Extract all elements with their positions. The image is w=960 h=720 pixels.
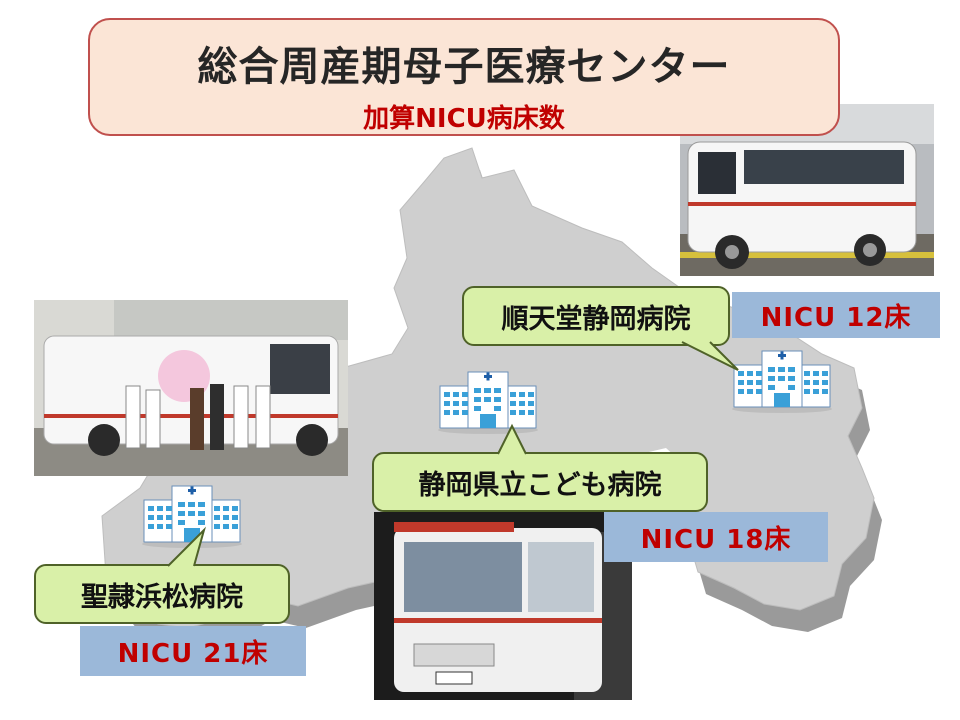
hospital-name-kodomo: 静岡県立こども病院: [418, 469, 662, 501]
nicu-count-seirei: NICU 21床: [80, 626, 306, 676]
hospital-icon-juntendo: [730, 345, 834, 413]
callout-tail-juntendo: [681, 341, 739, 371]
hospital-name-juntendo: 順天堂静岡病院: [501, 303, 691, 335]
page-title: 総合周産期母子医療センター: [197, 44, 731, 90]
ambulance-photo-kodomo: [374, 512, 632, 700]
page-subtitle: 加算NICU病床数: [363, 104, 565, 134]
hospital-icon-seirei: [140, 480, 244, 548]
callout-tail-seirei: [167, 526, 206, 567]
ambulance-photo-seirei: [34, 300, 348, 476]
nicu-count-juntendo: NICU 12床: [732, 292, 940, 338]
callout-seirei: 聖隷浜松病院: [34, 564, 290, 624]
callout-kodomo: 静岡県立こども病院: [372, 452, 708, 512]
callout-tail-kodomo: [497, 423, 527, 455]
hospital-name-seirei: 聖隷浜松病院: [81, 581, 243, 613]
callout-juntendo: 順天堂静岡病院: [462, 286, 730, 346]
hospital-icon-kodomo: [436, 366, 540, 434]
title-box: 総合周産期母子医療センター 加算NICU病床数: [88, 18, 840, 136]
nicu-count-kodomo: NICU 18床: [604, 512, 828, 562]
